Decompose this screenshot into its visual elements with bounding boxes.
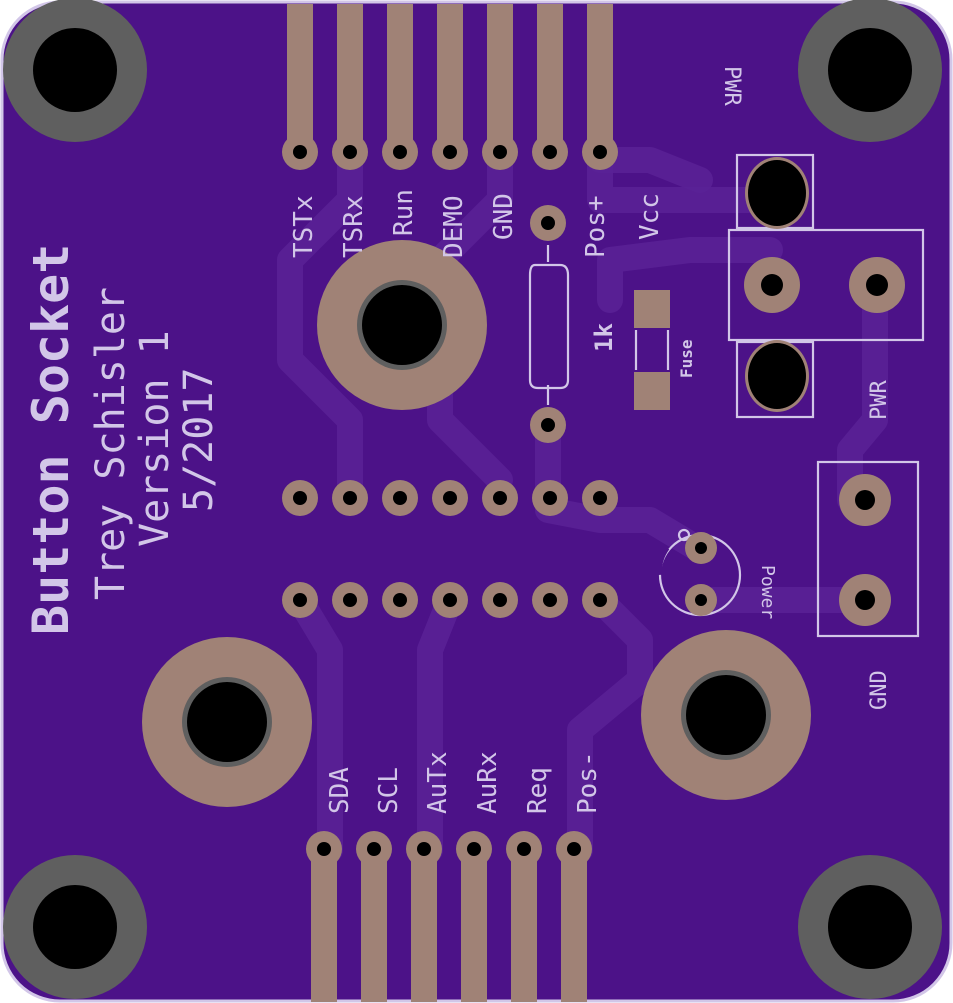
- middle-row-lower-pads: [282, 582, 618, 618]
- board-credits: Button Socket Trey Schisler Version 1 5/…: [22, 244, 222, 635]
- board-author: Trey Schisler: [88, 287, 134, 600]
- pin-label-tstx: TSTx: [289, 195, 319, 258]
- bottom-edge-fingers: [311, 850, 587, 1002]
- pin-label-aurx: AuRx: [473, 751, 503, 814]
- pin-label-sda: SDA: [325, 767, 355, 814]
- resistor-1k: 1k: [528, 205, 618, 443]
- top-edge-fingers: [287, 4, 613, 150]
- pwr-label-right: PWR: [867, 380, 892, 420]
- pin-label-run: Run: [389, 189, 419, 236]
- middle-row-upper-pads: [282, 480, 618, 516]
- pin-label-tsrx: TSRx: [339, 195, 369, 258]
- board-title: Button Socket: [22, 244, 80, 635]
- corner-mount-holes: [3, 0, 942, 999]
- pwr-label-top: PWR: [719, 66, 744, 106]
- bottom-header-labels: SDA SCL AuTx AuRx Req Pos-: [325, 751, 603, 814]
- board-date: 5/2017: [176, 368, 222, 513]
- pin-label-req: Req: [523, 767, 553, 814]
- mount-hole-bl: [33, 885, 117, 969]
- pin-label-autx: AuTx: [423, 751, 453, 814]
- pin-label-posminus: Pos-: [573, 751, 603, 814]
- large-mount-pads: [142, 240, 811, 807]
- pin-label-vcc: Vcc: [635, 193, 665, 240]
- board-version: Version 1: [132, 330, 178, 547]
- mount-pad-center-drill: [362, 285, 442, 365]
- mount-pad-left-drill: [187, 682, 267, 762]
- gnd-connector: GND: [816, 460, 920, 710]
- fuse: Fuse: [634, 290, 696, 410]
- pin-label-scl: SCL: [374, 767, 404, 814]
- mount-pad-right-drill: [686, 675, 766, 755]
- resistor-value-label: 1k: [590, 323, 618, 352]
- power-led: Power: [653, 528, 778, 619]
- pin-label-posplus: Pos+: [581, 195, 611, 258]
- power-connector: PWR PWR: [719, 66, 925, 420]
- fuse-label: Fuse: [677, 339, 696, 378]
- bottom-header-pads: [306, 831, 592, 867]
- gnd-label: GND: [867, 670, 892, 710]
- top-header-labels: TSTx TSRx Run DEMO GND Pos+ Vcc: [289, 189, 665, 258]
- pin-label-gnd: GND: [489, 193, 519, 240]
- pin-label-demo: DEMO: [439, 195, 469, 258]
- mount-hole-tl: [33, 28, 117, 112]
- mount-hole-tr: [828, 28, 912, 112]
- led-label: Power: [757, 565, 778, 619]
- top-header-pads: [282, 134, 618, 170]
- mount-hole-br: [828, 885, 912, 969]
